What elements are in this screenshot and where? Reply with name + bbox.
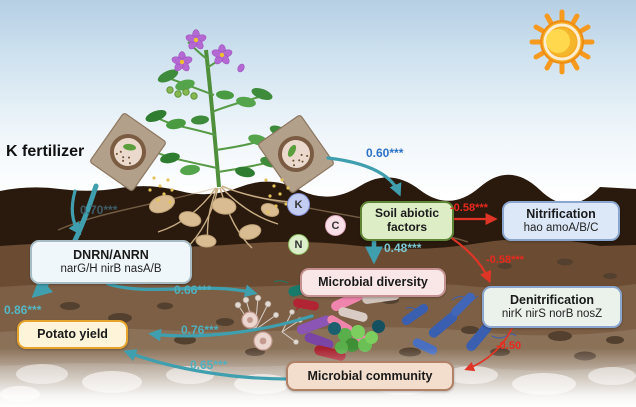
- microbial-community-title: Microbial community: [307, 368, 433, 383]
- potato-plant-icon: [137, 29, 305, 188]
- nutrient-badge-c: C: [325, 215, 346, 236]
- microbial-community-box: Microbial community: [286, 361, 454, 391]
- microbial-diversity-box: Microbial diversity: [300, 268, 446, 297]
- bacteria-icon: [372, 320, 385, 333]
- flower-icon: [171, 29, 245, 73]
- coef-dnrn-to-microbes: 0.66***: [174, 283, 212, 297]
- k-fertilizer-label: K fertilizer: [6, 143, 85, 160]
- fertilizer-bag-icon-right: [258, 115, 334, 193]
- sun-icon: [529, 9, 595, 75]
- coef-soil-to-nitrification: -0.58***: [450, 202, 488, 214]
- bacteria-icon: [328, 322, 341, 335]
- soil-abiotic-title: Soil abiotic factors: [374, 206, 439, 234]
- denitrification-box: Denitrification nirK nirS norB nosZ: [482, 286, 622, 328]
- nutrient-badge-k: K: [287, 193, 310, 216]
- coef-soil-to-diversity: 0.48***: [384, 241, 422, 255]
- potato-yield-title: Potato yield: [37, 327, 108, 342]
- soil-abiotic-box: Soil abiotic factors: [360, 201, 454, 241]
- dnrn-box: DNRN/ANRN narG/H nirB nasA/B: [30, 240, 192, 284]
- nitrification-genes: hao amoA/B/C: [523, 221, 599, 234]
- coef-k-to-dnrn: 0.70***: [80, 203, 118, 217]
- coef-soil-to-denitrification: -0.58***: [486, 254, 524, 266]
- denitrification-title: Denitrification: [509, 293, 595, 308]
- dnrn-genes: narG/H nirB nasA/B: [60, 262, 162, 275]
- nutrient-badge-n: N: [288, 234, 309, 255]
- fertilizer-bag-icon-left: [90, 113, 166, 191]
- bacteria-icon: [365, 331, 378, 344]
- bacteria-icon: [351, 325, 365, 339]
- potato-yield-box: Potato yield: [17, 320, 128, 349]
- coef-community-to-yield: 0.65***: [190, 358, 228, 372]
- coef-microbes-to-yield: 0.76***: [181, 323, 219, 337]
- coef-denitrification-to-community: -0.50: [496, 340, 522, 352]
- coef-k-to-soil-abiotic: 0.60***: [366, 146, 404, 160]
- microbial-diversity-title: Microbial diversity: [318, 275, 428, 290]
- coef-k-to-potato-yield: 0.86***: [4, 303, 42, 317]
- nitrification-box: Nitrification hao amoA/B/C: [502, 201, 620, 241]
- nitrification-title: Nitrification: [526, 207, 596, 222]
- denitrification-genes: nirK nirS norB nosZ: [501, 307, 603, 320]
- fertilizer-granules: [148, 176, 294, 214]
- dnrn-title: DNRN/ANRN: [73, 248, 149, 263]
